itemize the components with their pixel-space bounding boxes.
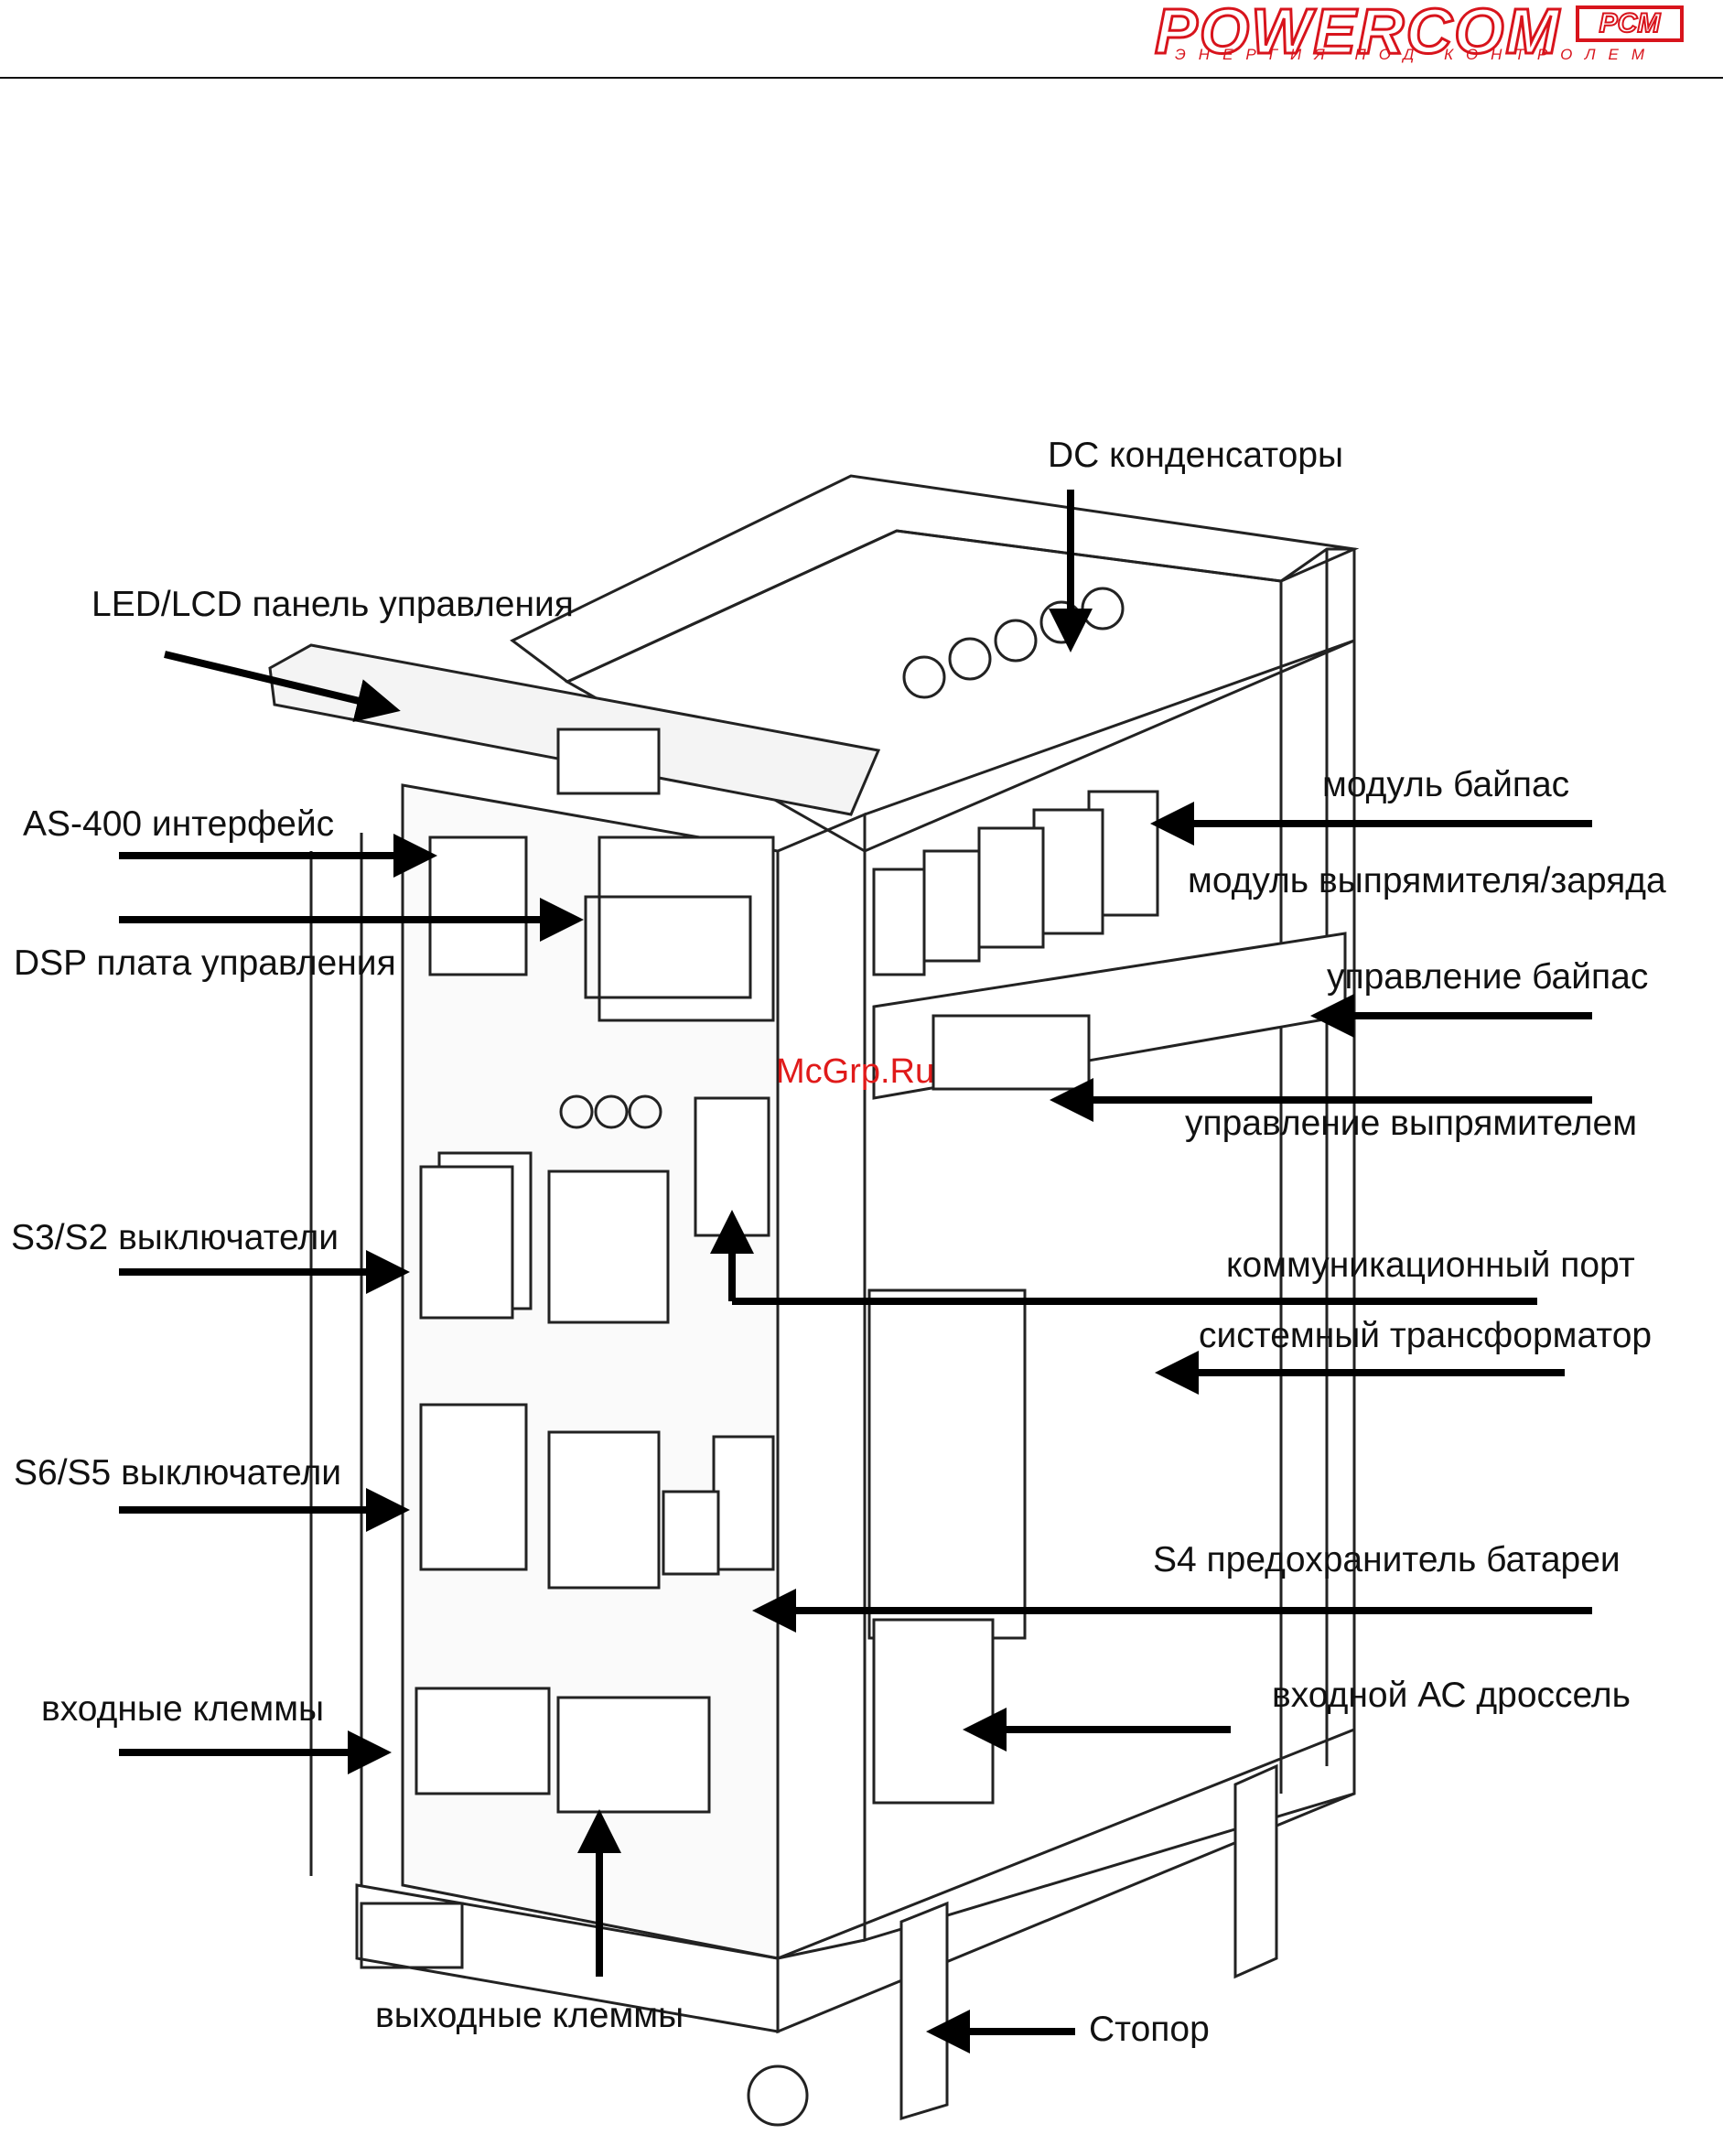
label-bypass-module: модуль байпас (1322, 765, 1570, 804)
cabinet-outline (268, 474, 1360, 2127)
label-s4-battery-fuse: S4 предохранитель батареи (1153, 1540, 1621, 1579)
capacitor-group (902, 587, 1125, 699)
label-input-ac-choke: входной АС дроссель (1272, 1676, 1631, 1715)
label-comm-port: коммуникационный порт (1226, 1245, 1635, 1285)
label-rectifier-control: управление выпрямителем (1185, 1104, 1638, 1143)
label-s6-s5-switches: S6/S5 выключатели (14, 1453, 341, 1493)
logo-mark-text: PCM (1599, 8, 1662, 39)
watermark: McGrp.Ru (776, 1052, 935, 1091)
logo-wordmark: POWERCOM (1154, 0, 1561, 69)
ups-cabinet-diagram: DC конденсаторы LED/LCD панель управлени… (0, 421, 1723, 2156)
leader-arrows (119, 490, 1592, 2054)
label-stopper: Стопор (1089, 2010, 1210, 2049)
label-system-transformer: системный трансформатор (1199, 1316, 1653, 1355)
label-s3-s2-switches: S3/S2 выключатели (11, 1218, 339, 1257)
powercom-logo: POWERCOM PCM ЭНЕРГИЯ ПОД КОНТРОЛЕМ (1154, 0, 1704, 73)
cabinet-drawing (119, 474, 1592, 2127)
label-output-terminals: выходные клеммы (375, 1996, 684, 2035)
label-led-lcd-panel: LED/LCD панель управления (92, 585, 574, 624)
label-as400-interface: AS-400 интерфейс (23, 804, 335, 844)
header-rule (0, 77, 1723, 79)
label-dsp-board: DSP плата управления (14, 943, 396, 983)
label-input-terminals: входные клеммы (41, 1689, 325, 1729)
label-rectifier-module: модуль выпрямителя/заряда (1188, 861, 1666, 900)
label-bypass-control: управление байпас (1327, 957, 1649, 997)
label-dc-capacitors: DC конденсаторы (1048, 436, 1344, 475)
logo-mark: PCM (1576, 5, 1684, 42)
logo-tagline: ЭНЕРГИЯ ПОД КОНТРОЛЕМ (1175, 46, 1657, 63)
